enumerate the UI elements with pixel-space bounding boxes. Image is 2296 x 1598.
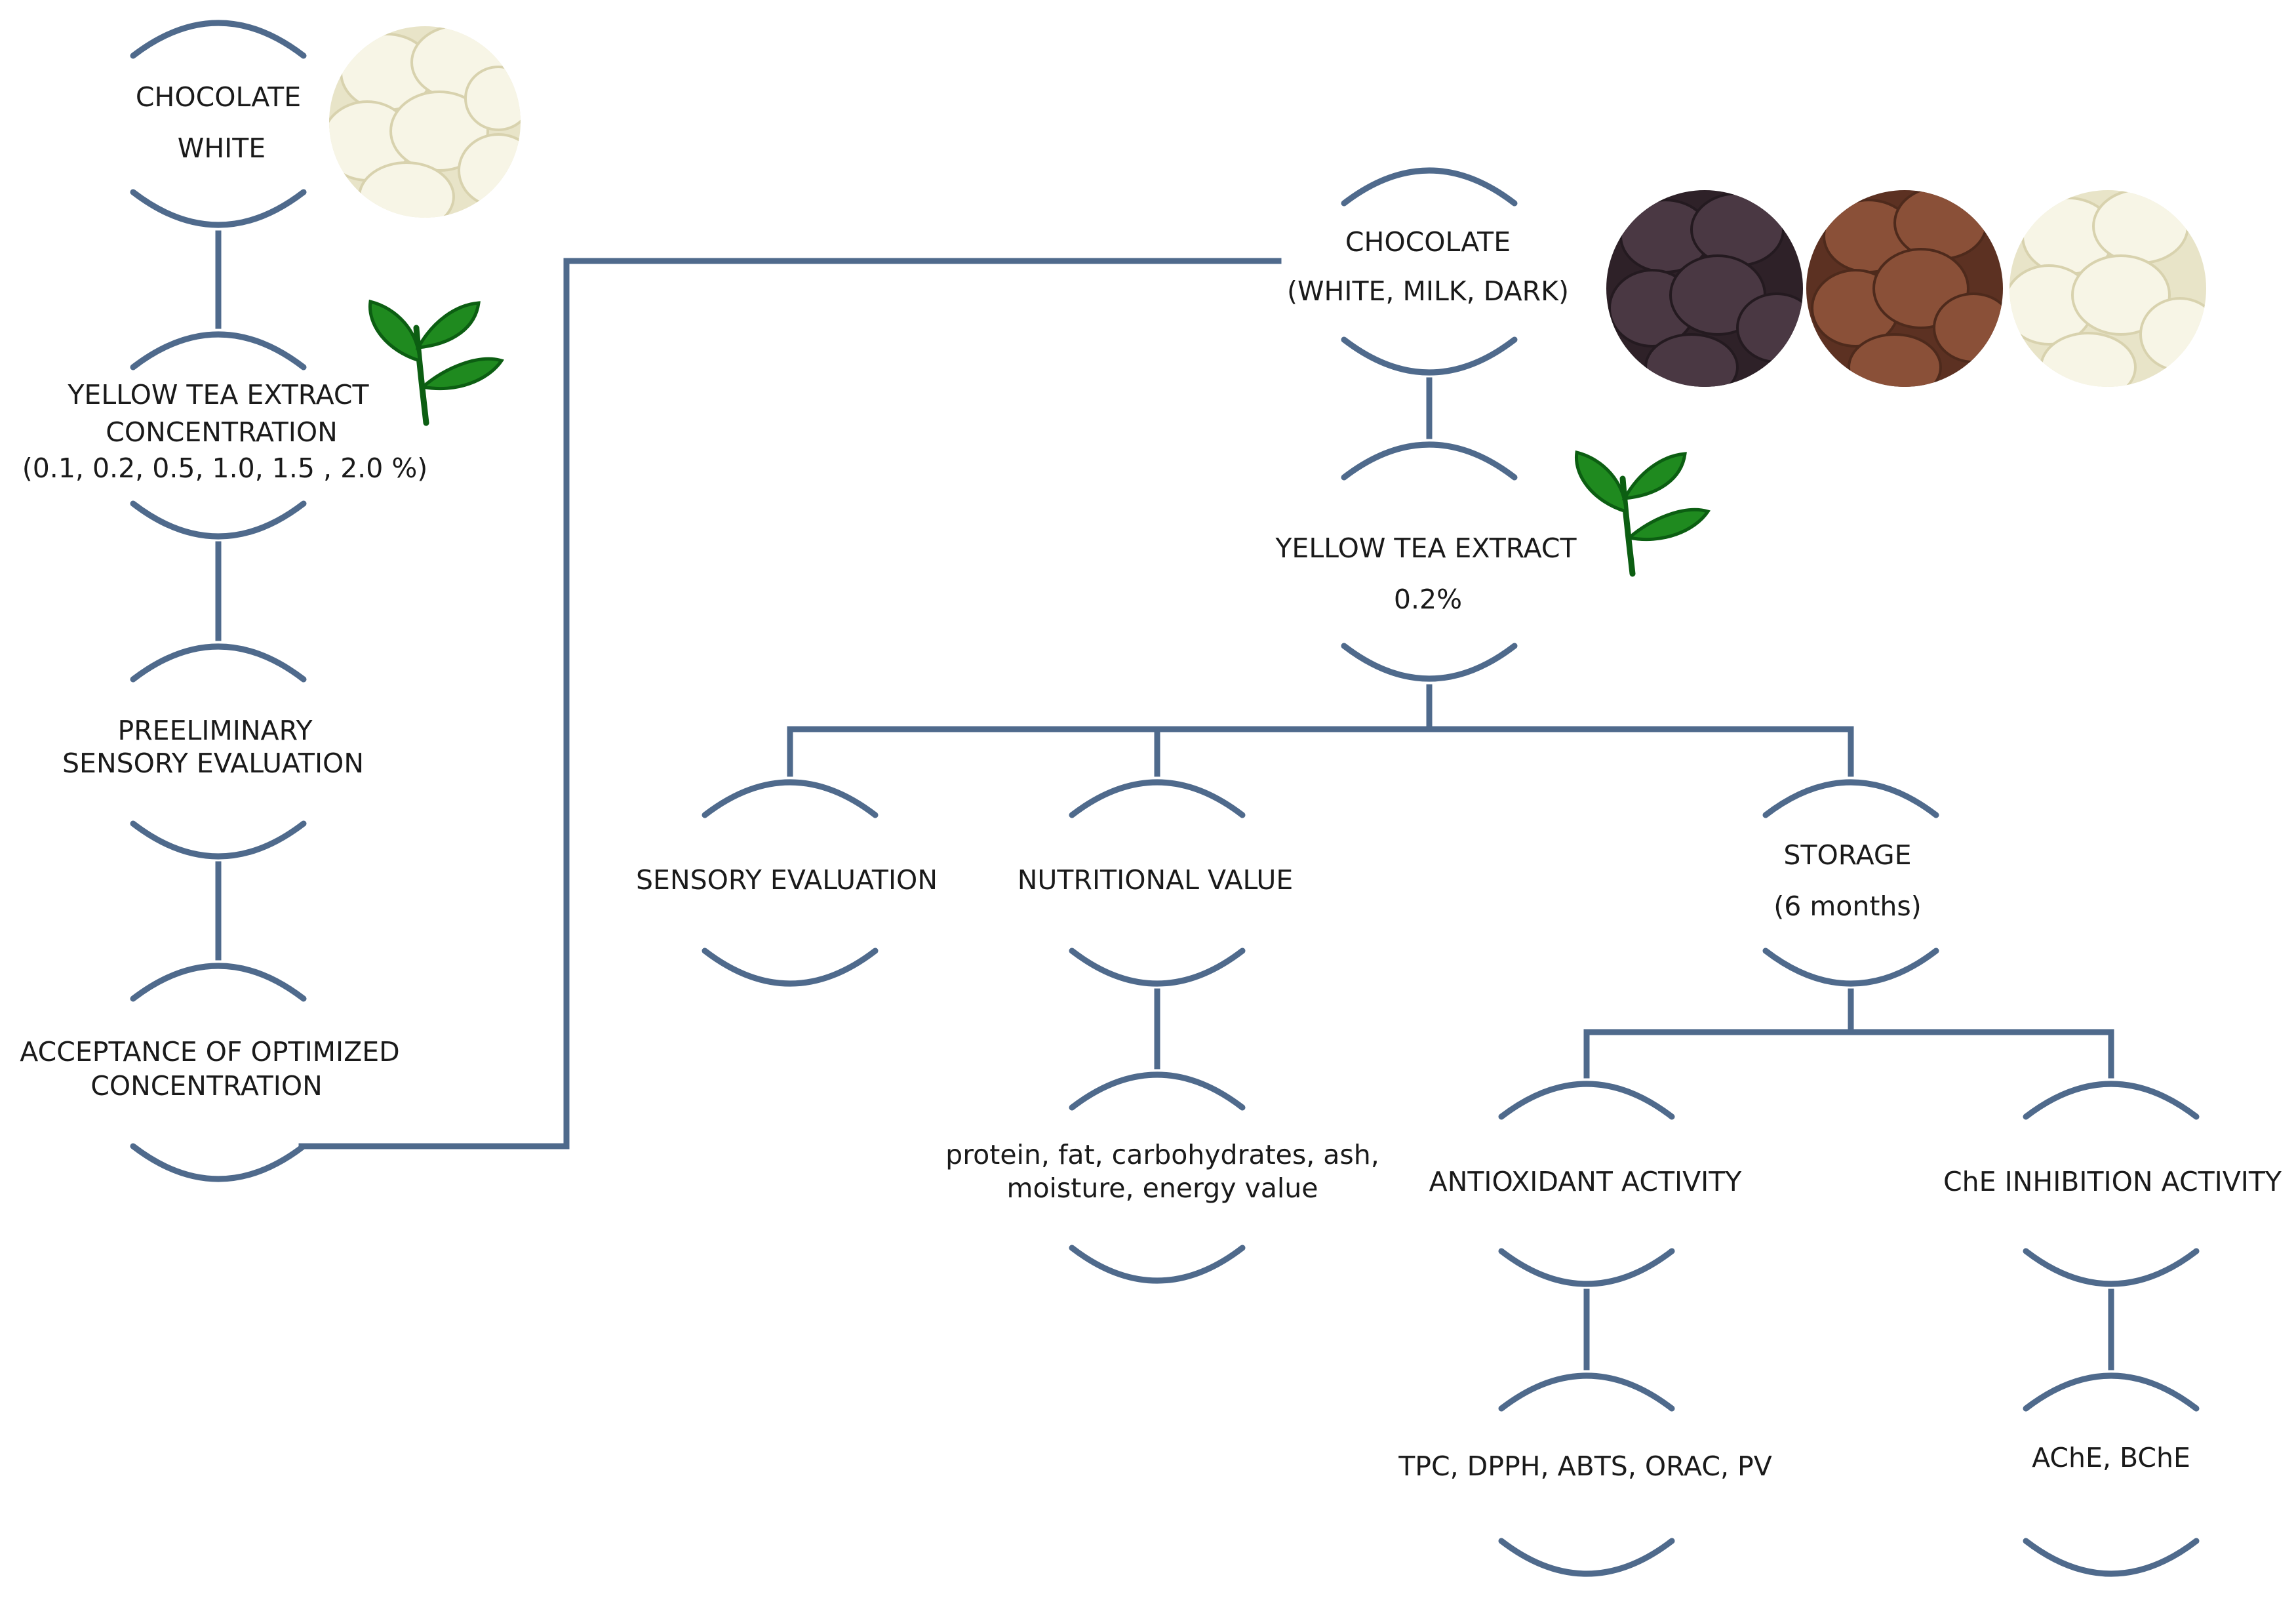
node-storage-line2: (6 months)	[1773, 890, 1922, 922]
node-antioxidant-detail-label: TPC, DPPH, ABTS, ORAC, PV	[1398, 1450, 1772, 1482]
node-antioxidant-activity-label: ANTIOXIDANT ACTIVITY	[1429, 1166, 1743, 1197]
node-main-extract-line1: YELLOW TEA EXTRACT	[1275, 532, 1577, 564]
node-main-extract-line2: 0.2%	[1394, 584, 1462, 615]
node-left-preliminary: PREELIMINARY SENSORY EVALUATION	[62, 643, 364, 860]
node-storage: STORAGE (6 months)	[1762, 779, 1939, 987]
connector-tree-bar	[787, 726, 1854, 777]
node-antioxidant-detail: TPC, DPPH, ABTS, ORAC, PV	[1398, 1372, 1772, 1577]
node-main-chocolate: CHOCOLATE (WHITE, MILK, DARK)	[1287, 167, 1569, 376]
node-nutrition-detail: protein, fat, carbohydrates, ash, moistu…	[945, 1071, 1379, 1284]
node-nutritional-value: NUTRITIONAL VALUE	[1018, 779, 1294, 987]
node-left-preliminary-line1: PREELIMINARY	[117, 715, 313, 746]
node-left-acceptance-line2: CONCENTRATION	[90, 1070, 323, 1102]
node-nutritional-value-label: NUTRITIONAL VALUE	[1018, 864, 1294, 896]
connector-lines	[215, 230, 2114, 1370]
node-main-chocolate-line2: (WHITE, MILK, DARK)	[1287, 275, 1569, 307]
white-chocolate-photo	[329, 26, 521, 218]
node-sensory-evaluation-label: SENSORY EVALUATION	[636, 864, 938, 896]
white-chocolate-photo	[2009, 190, 2206, 387]
node-left-chocolate: CHOCOLATE WHITE	[130, 20, 307, 228]
node-storage-line1: STORAGE	[1783, 839, 1911, 871]
node-che-detail-label: AChE, BChE	[2032, 1442, 2190, 1473]
node-left-preliminary-line2: SENSORY EVALUATION	[62, 748, 364, 779]
node-left-extract-line2: CONCENTRATION	[106, 416, 338, 448]
node-main-chocolate-line1: CHOCOLATE	[1345, 226, 1511, 258]
node-che-inhibition-label: ChE INHIBITION ACTIVITY	[1943, 1166, 2282, 1197]
node-left-extract-line3: (0.1, 0.2, 0.5, 1.0, 1.5 , 2.0 %)	[22, 452, 428, 484]
connector-acceptance-to-chocolate	[298, 258, 1282, 1149]
node-che-inhibition: ChE INHIBITION ACTIVITY	[1943, 1081, 2282, 1287]
node-nutrition-detail-line2: moisture, energy value	[1007, 1172, 1318, 1204]
node-left-chocolate-line2: WHITE	[178, 132, 266, 164]
tea-leaf-icon	[368, 299, 504, 426]
node-left-acceptance: ACCEPTANCE OF OPTIMIZED CONCENTRATION	[20, 963, 400, 1182]
node-che-detail: AChE, BChE	[2023, 1372, 2200, 1577]
node-antioxidant-activity: ANTIOXIDANT ACTIVITY	[1429, 1081, 1743, 1287]
node-left-extract-line1: YELLOW TEA EXTRACT	[67, 379, 369, 410]
node-main-extract: YELLOW TEA EXTRACT 0.2%	[1275, 441, 1577, 682]
node-left-acceptance-line1: ACCEPTANCE OF OPTIMIZED	[20, 1036, 399, 1068]
tea-leaf-icon	[1574, 450, 1711, 577]
connector-storage-bar	[1583, 1029, 2114, 1079]
milk-chocolate-photo	[1806, 190, 2003, 387]
node-left-extract: YELLOW TEA EXTRACT CONCENTRATION (0.1, 0…	[22, 331, 428, 540]
node-left-chocolate-line1: CHOCOLATE	[136, 81, 301, 113]
node-nutrition-detail-line1: protein, fat, carbohydrates, ash,	[945, 1139, 1379, 1170]
node-sensory-evaluation: SENSORY EVALUATION	[636, 779, 938, 987]
dark-chocolate-photo	[1606, 190, 1803, 387]
